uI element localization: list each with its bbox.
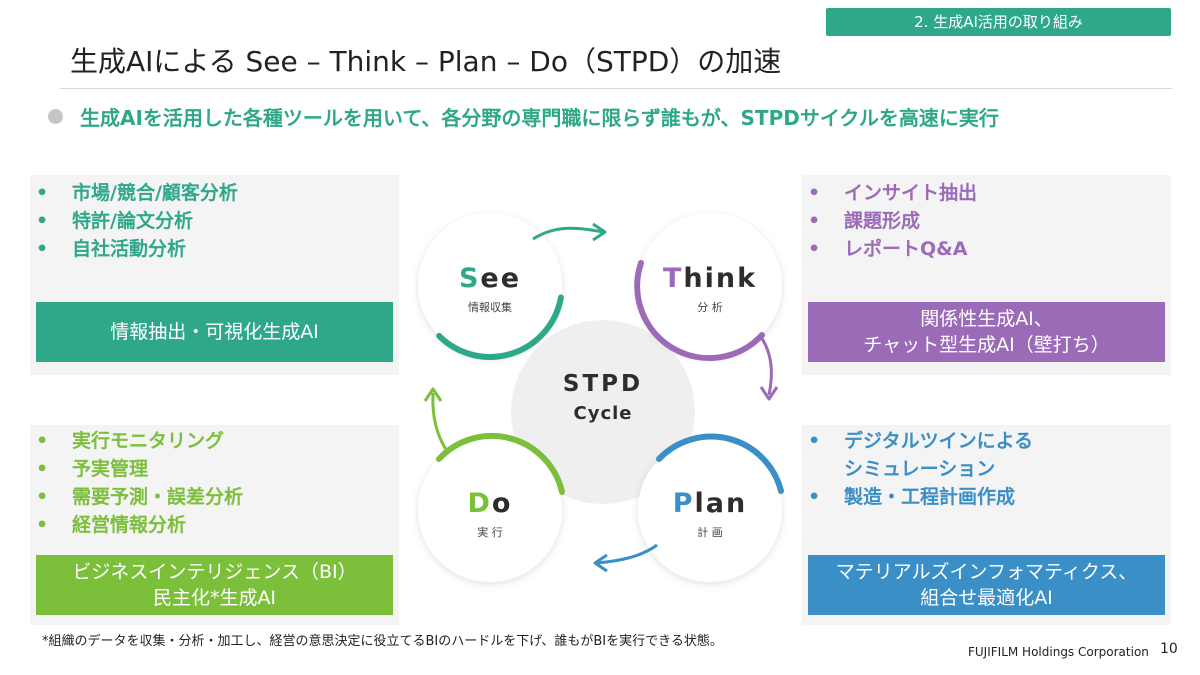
cycle-center-title: STPD — [563, 371, 643, 397]
cycle-center-disc — [511, 320, 695, 504]
plan-tool-band: マテリアルズインフォマティクス、 組合せ最適化AI — [808, 555, 1165, 615]
plan-bullet: •製造・工程計画作成 — [808, 486, 1016, 508]
bullet-dot-icon — [48, 109, 63, 124]
plan-node: Plan 計 画 — [638, 433, 784, 582]
do-tool-label-line2: 民主化*生成AI — [152, 587, 277, 609]
think-progress-arc — [634, 260, 765, 361]
think-node-label: Think — [663, 263, 757, 294]
page-number: 10 — [1160, 641, 1178, 657]
section-tag: 2. 生成AI活用の取り組み — [826, 8, 1171, 36]
think-bullet: •レポートQ&A — [808, 238, 968, 260]
lead-statement: 生成AIを活用した各種ツールを用いて、各分野の専門職に限らず誰もが、STPDサイ… — [80, 106, 999, 130]
plan-bullet: •デジタルツインによる — [808, 430, 1034, 452]
think-node-sublabel: 分 析 — [697, 300, 723, 314]
think-tool-label-line1: 関係性生成AI、 — [920, 308, 1053, 330]
do-node-label: Do — [468, 488, 513, 519]
see-bullet: •特許/論文分析 — [36, 210, 193, 232]
see-to-think-arrow-icon — [532, 222, 607, 242]
see-node-sublabel: 情報収集 — [468, 300, 512, 314]
plan-progress-arc — [656, 433, 784, 494]
see-bullet: •自社活動分析 — [36, 238, 187, 260]
do-bullet: •需要予測・誤差分析 — [36, 486, 244, 508]
plan-to-do-arrow-icon — [593, 543, 658, 573]
think-bullet: •インサイト抽出 — [808, 182, 978, 204]
cycle-center-subtitle: Cycle — [574, 403, 633, 424]
plan-bullet: シミュレーション — [844, 458, 996, 480]
see-node-label: See — [459, 263, 521, 294]
plan-node-sublabel: 計 画 — [697, 525, 723, 539]
see-tool-band: 情報抽出・可視化生成AI — [36, 302, 393, 362]
see-bullet: •市場/競合/顧客分析 — [36, 182, 238, 204]
think-tool-band: 関係性生成AI、 チャット型生成AI（壁打ち） — [808, 302, 1165, 362]
think-to-plan-arrow-icon — [759, 336, 779, 401]
see-progress-arc — [436, 294, 564, 360]
do-node-sublabel: 実 行 — [477, 525, 503, 539]
title-divider — [60, 88, 1172, 89]
plan-tool-label-line2: 組合せ最適化AI — [920, 587, 1053, 609]
do-node: Do 実 行 — [418, 432, 565, 582]
page-title: 生成AIによる See – Think – Plan – Do（STPD）の加速 — [70, 45, 782, 78]
see-tool-label: 情報抽出・可視化生成AI — [110, 321, 319, 343]
plan-node-label: Plan — [673, 488, 748, 519]
do-bullet: •実行モニタリング — [36, 430, 225, 452]
plan-bullet-list: •デジタルツインによる シミュレーション •製造・工程計画作成 — [808, 427, 1033, 511]
do-tool-label-line1: ビジネスインテリジェンス（BI） — [72, 561, 357, 583]
do-tool-band: ビジネスインテリジェンス（BI） 民主化*生成AI — [36, 555, 393, 615]
see-node: See 情報収集 — [418, 213, 564, 360]
think-tool-label-line2: チャット型生成AI（壁打ち） — [863, 334, 1110, 356]
think-node: Think 分 析 — [634, 213, 782, 361]
stpd-cycle-diagram: STPD Cycle See 情報収集 Think 分 析 Plan 計 画 D… — [418, 213, 784, 582]
do-bullet: •経営情報分析 — [36, 514, 187, 536]
think-bullet-list: •インサイト抽出 •課題形成 •レポートQ&A — [808, 179, 977, 263]
do-bullet-list: •実行モニタリング •予実管理 •需要予測・誤差分析 •経営情報分析 — [36, 427, 243, 539]
footnote: *組織のデータを収集・分析・加工し、経営の意思決定に役立てるBIのハードルを下げ… — [42, 634, 723, 649]
think-bullet: •課題形成 — [808, 210, 921, 232]
do-bullet: •予実管理 — [36, 458, 149, 480]
do-progress-arc — [436, 432, 565, 495]
see-bullet-list: •市場/競合/顧客分析 •特許/論文分析 •自社活動分析 — [36, 179, 238, 263]
plan-tool-label-line1: マテリアルズインフォマティクス、 — [835, 561, 1138, 583]
company-name: FUJIFILM Holdings Corporation — [968, 645, 1149, 659]
do-to-see-arrow-icon — [423, 387, 449, 452]
